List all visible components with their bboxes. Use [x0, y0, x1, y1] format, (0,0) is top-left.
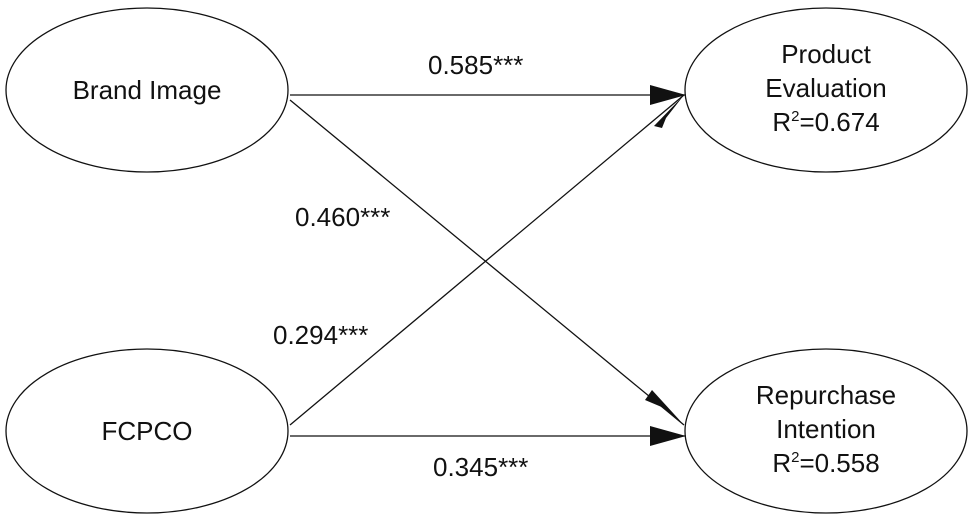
repurchase-intention-r2: R2=0.558: [685, 446, 967, 480]
arrow-brand-to-repurchase: [289, 99, 685, 426]
coef-brand-to-repurchase: 0.460***: [295, 202, 391, 232]
arrowhead-fcpco-to-repurchase: [650, 426, 686, 446]
arrowhead-brand-to-product: [650, 85, 686, 105]
repurchase-intention-ellipse: [684, 348, 968, 514]
fcpco-label: FCPCO: [6, 414, 288, 448]
fcpco-text: FCPCO: [101, 416, 193, 446]
product-evaluation-r2: R2=0.674: [685, 105, 967, 139]
r2-symbol: R: [772, 448, 792, 478]
product-evaluation-ellipse: [684, 7, 968, 173]
brand-image-label: Brand Image: [6, 73, 288, 107]
arrowhead-fcpco-to-product: [654, 95, 684, 128]
brand-image-ellipse: [5, 7, 289, 173]
r2-value: =0.674: [799, 107, 880, 137]
fcpco-ellipse: [5, 348, 289, 514]
r2-symbol: R: [772, 107, 792, 137]
brand-image-text: Brand Image: [72, 75, 222, 105]
arrow-fcpco-to-product: [289, 94, 685, 426]
r2-superscript: 2: [791, 108, 800, 125]
coef-brand-to-product: 0.585***: [428, 50, 524, 80]
r2-superscript: 2: [791, 449, 800, 466]
repurchase-intention-label: Repurchase Intention R2=0.558: [685, 378, 967, 480]
arrowhead-brand-to-repurchase: [645, 390, 684, 425]
coef-fcpco-to-product: 0.294***: [273, 320, 369, 350]
product-evaluation-line2: Evaluation: [765, 73, 887, 103]
coef-fcpco-to-repurchase: 0.345***: [433, 452, 529, 482]
repurchase-intention-line2: Intention: [776, 414, 876, 444]
product-evaluation-line1: Product: [781, 39, 871, 69]
r2-value: =0.558: [799, 448, 880, 478]
product-evaluation-label: Product Evaluation R2=0.674: [685, 37, 967, 139]
repurchase-intention-line1: Repurchase: [755, 380, 897, 410]
